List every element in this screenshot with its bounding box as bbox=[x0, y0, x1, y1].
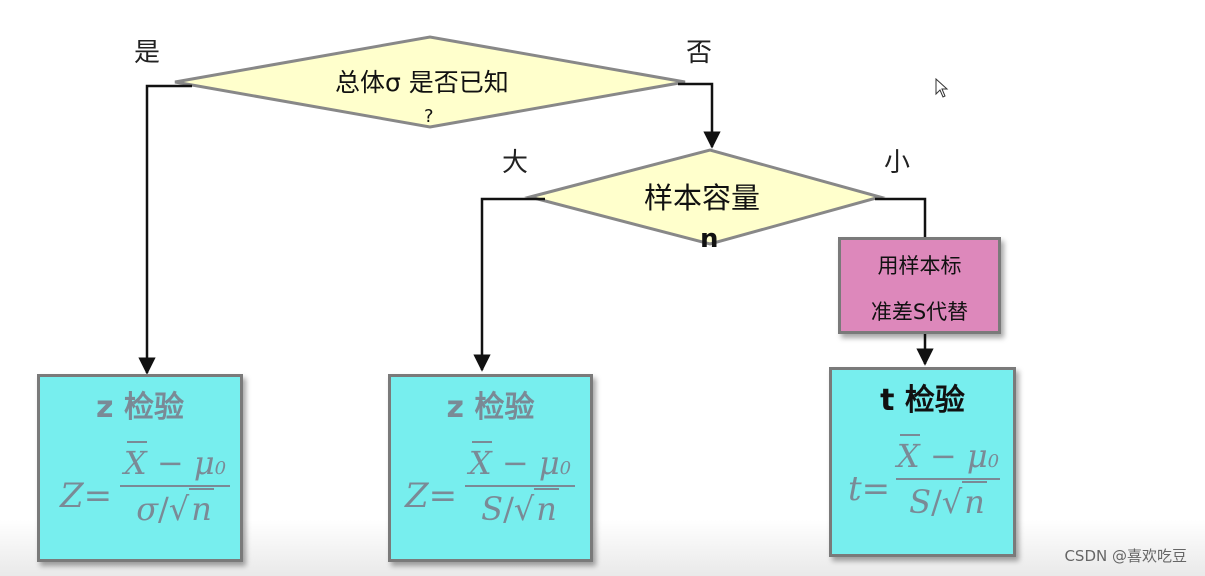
decision-diamond-n bbox=[524, 148, 886, 246]
label-small: 小 bbox=[884, 148, 911, 178]
formula-sqrt-n: n bbox=[962, 481, 987, 521]
formula-lhs: Z bbox=[405, 476, 429, 516]
formula-eq: = bbox=[83, 476, 113, 516]
formula-lhs: t bbox=[848, 469, 862, 509]
substitute-line1: 用样本标 bbox=[877, 254, 962, 278]
label-no: 否 bbox=[686, 38, 713, 68]
substitute-box: 用样本标 准差S代替 bbox=[838, 237, 1001, 334]
decision-sigma-qmark: ? bbox=[424, 106, 434, 127]
formula-fraction: X − μ0 S/√n bbox=[896, 434, 1000, 521]
formula-minus: − bbox=[146, 444, 194, 482]
label-large: 大 bbox=[502, 148, 529, 178]
watermark: CSDN @喜欢吃豆 bbox=[1064, 547, 1187, 565]
formula-fraction: X − μ0 S/√n bbox=[465, 441, 575, 528]
formula-xbar: X bbox=[468, 441, 492, 482]
formula-den-var: S bbox=[909, 483, 932, 521]
label-yes: 是 bbox=[134, 38, 161, 68]
formula-mu: μ bbox=[538, 444, 560, 482]
formula-sqrt-n: n bbox=[534, 488, 559, 528]
formula-lhs: Z bbox=[60, 476, 84, 516]
connector-large bbox=[473, 197, 545, 372]
formula-xbar: X bbox=[896, 434, 920, 475]
formula-slash: / bbox=[158, 490, 169, 528]
t-test-box: t 检验 t= X − μ0 S/√n bbox=[829, 367, 1016, 557]
decision-diamond-sigma bbox=[174, 35, 686, 129]
z-test-title-left: z 检验 bbox=[96, 390, 184, 425]
formula-slash: / bbox=[503, 490, 514, 528]
decision-n-text: 样本容量 bbox=[644, 181, 761, 215]
formula-fraction: X − μ0 σ/√n bbox=[120, 441, 230, 528]
fraction-bar bbox=[120, 485, 230, 487]
sqrt-icon: √ bbox=[513, 490, 535, 528]
z-test-title-middle: z 检验 bbox=[446, 390, 535, 425]
formula-slash: / bbox=[931, 483, 942, 521]
formula-eq: = bbox=[861, 469, 891, 509]
formula-mu-sub: 0 bbox=[987, 451, 1000, 472]
fraction-bar bbox=[896, 478, 1000, 480]
formula-den-var: σ bbox=[136, 490, 159, 528]
decision-n-var: n bbox=[700, 224, 719, 254]
z-test-box-left: z 检验 Z= X − μ0 σ/√n bbox=[37, 374, 243, 562]
fraction-bar bbox=[465, 485, 575, 487]
substitute-line2: 准差S代替 bbox=[870, 300, 969, 324]
formula-mu: μ bbox=[193, 444, 215, 482]
formula-mu-sub: 0 bbox=[559, 458, 572, 479]
t-test-title: t 检验 bbox=[880, 383, 965, 418]
formula-mu-sub: 0 bbox=[214, 458, 227, 479]
mouse-pointer-icon bbox=[935, 78, 949, 98]
sqrt-icon: √ bbox=[941, 483, 963, 521]
formula-den-var: S bbox=[481, 490, 504, 528]
formula-minus: − bbox=[919, 437, 967, 475]
connector-yes bbox=[138, 84, 192, 375]
decision-sigma-text: 总体σ 是否已知 bbox=[335, 68, 509, 97]
formula-minus: − bbox=[491, 444, 539, 482]
sqrt-icon: √ bbox=[168, 490, 190, 528]
connector-small bbox=[875, 197, 927, 238]
formula-mu: μ bbox=[966, 437, 988, 475]
formula-eq: = bbox=[428, 476, 458, 516]
z-test-box-middle: z 检验 Z= X − μ0 S/√n bbox=[388, 374, 593, 562]
connector-no bbox=[678, 82, 721, 149]
formula-sqrt-n: n bbox=[189, 488, 214, 528]
formula-xbar: X bbox=[123, 441, 147, 482]
